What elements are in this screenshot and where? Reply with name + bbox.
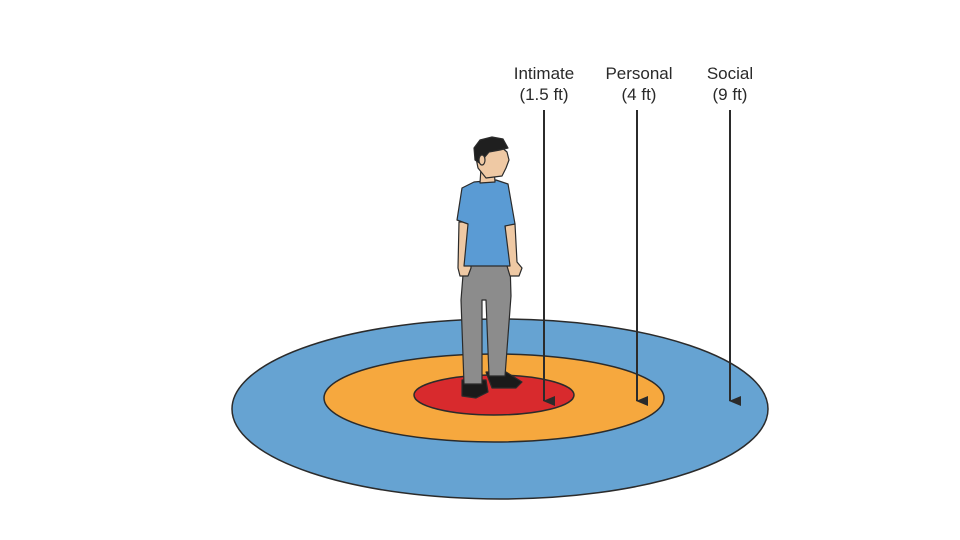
personal-zone-label: Personal (4 ft) <box>589 63 689 105</box>
ear <box>478 154 486 166</box>
social-zone-name: Social <box>706 64 754 83</box>
intimate-zone-label: Intimate (1.5 ft) <box>494 63 594 105</box>
intimate-zone-distance: (1.5 ft) <box>519 85 569 104</box>
personal-zone-name: Personal <box>605 64 673 83</box>
social-zone-distance: (9 ft) <box>712 85 748 104</box>
shirt <box>456 179 516 267</box>
trousers <box>460 261 512 385</box>
social-zone-label: Social (9 ft) <box>680 63 780 105</box>
standing-person-figure <box>456 136 523 399</box>
intimate-zone-name: Intimate <box>513 64 575 83</box>
personal-zone-distance: (4 ft) <box>621 85 657 104</box>
